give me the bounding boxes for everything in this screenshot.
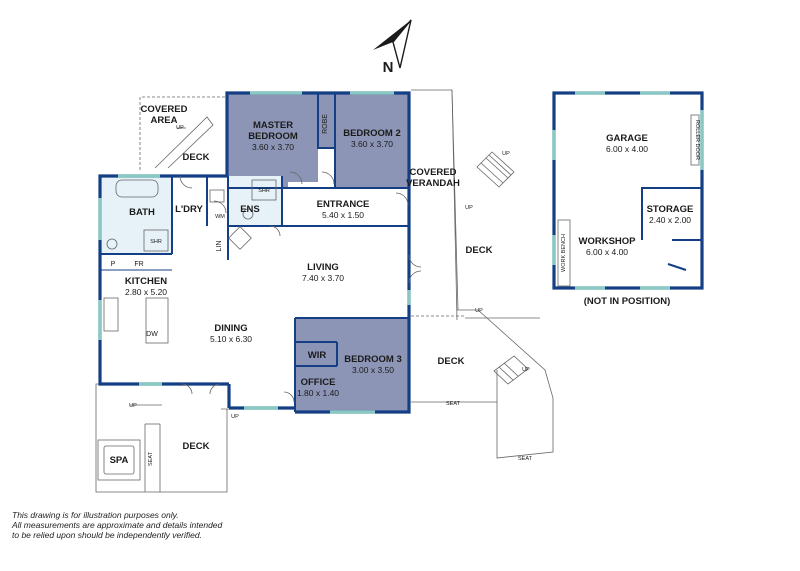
up-label-east: UP bbox=[475, 308, 483, 314]
laundry-tub bbox=[209, 189, 225, 203]
deck-se-label: DECK bbox=[438, 356, 465, 367]
seat-label-se: SEAT bbox=[518, 456, 533, 462]
north-compass: N bbox=[373, 19, 412, 76]
deck-nw-stairs bbox=[154, 116, 214, 169]
kitchen-island bbox=[145, 297, 169, 344]
living-dims: 7.40 x 3.70 bbox=[302, 273, 344, 283]
disclaimer-line-2: All measurements are approximate and det… bbox=[12, 520, 223, 530]
up-label-nw: UP bbox=[176, 125, 184, 131]
bedroom2-fill bbox=[335, 93, 409, 188]
deck-sw-outline bbox=[95, 383, 228, 493]
west-wall bbox=[98, 174, 229, 386]
master-bedroom-dims: 3.60 x 3.70 bbox=[252, 142, 294, 152]
verandah-label-1: COVERED bbox=[410, 167, 457, 178]
work-bench-label: WORK BENCH bbox=[561, 234, 567, 272]
disclaimer-line-1: This drawing is for illustration purpose… bbox=[12, 510, 179, 520]
entrance-label: ENTRANCE bbox=[317, 199, 370, 210]
bath-toilet bbox=[106, 238, 118, 250]
workshop-label: WORKSHOP bbox=[579, 236, 637, 247]
kitchen-dims: 2.80 x 5.20 bbox=[125, 287, 167, 297]
seat-label-sw: SEAT bbox=[148, 451, 154, 466]
dining-dims: 5.10 x 6.30 bbox=[210, 334, 252, 344]
garage-walls bbox=[552, 91, 704, 290]
up-label-s: UP bbox=[231, 414, 239, 420]
work-bench bbox=[557, 219, 571, 287]
labels: COVERED AREA DECK MASTER BEDROOM 3.60 x … bbox=[110, 104, 700, 466]
verandah-label-2: VERANDAH bbox=[406, 178, 460, 189]
up-label-sw: UP bbox=[129, 403, 137, 409]
covered-area-label-1: COVERED bbox=[141, 104, 188, 115]
garage-building bbox=[552, 91, 704, 290]
wm-label: WM bbox=[215, 214, 225, 220]
internal-walls bbox=[100, 93, 409, 412]
deck-sw-label: DECK bbox=[183, 441, 210, 452]
fixtures bbox=[97, 179, 277, 481]
master-bedroom-label-1: MASTER bbox=[253, 120, 293, 131]
up-label-se: UP bbox=[522, 367, 530, 373]
robe-label: ROBE bbox=[322, 114, 329, 134]
workshop-dims: 6.00 x 4.00 bbox=[586, 247, 628, 257]
office-dims: 1.80 x 1.40 bbox=[297, 388, 339, 398]
deck-east-label: DECK bbox=[466, 245, 493, 256]
windows bbox=[98, 91, 411, 414]
dishwasher-label: DW bbox=[146, 331, 158, 338]
wet-area-fills bbox=[100, 175, 282, 254]
bath-shower bbox=[143, 229, 169, 252]
bedroom3-label: BEDROOM 3 bbox=[344, 354, 402, 365]
ensuite-fill bbox=[228, 176, 282, 226]
dining-label: DINING bbox=[214, 323, 247, 334]
bedroom2-dims: 3.60 x 3.70 bbox=[351, 139, 393, 149]
ensuite-shower-label: SHR bbox=[258, 188, 270, 194]
garage-label: GARAGE bbox=[606, 133, 648, 144]
deck-nw-label: DECK bbox=[183, 152, 210, 163]
stairs-east bbox=[493, 355, 529, 385]
disclaimer: This drawing is for illustration purpose… bbox=[12, 510, 312, 540]
verandah-edge bbox=[451, 89, 459, 311]
master-bedroom-fill bbox=[227, 93, 335, 188]
up-label-ne: UP bbox=[502, 151, 510, 157]
kitchen-label: KITCHEN bbox=[125, 276, 167, 287]
deck-east-outline bbox=[457, 309, 554, 459]
storage-label: STORAGE bbox=[647, 204, 694, 215]
roller-door bbox=[690, 114, 700, 166]
living-label: LIVING bbox=[307, 262, 339, 273]
compass-arrow-light bbox=[392, 19, 412, 69]
garage-dims: 6.00 x 4.00 bbox=[606, 144, 648, 154]
bath-fill bbox=[100, 175, 172, 254]
spa-label: SPA bbox=[110, 455, 129, 466]
doors bbox=[179, 171, 422, 403]
bathtub bbox=[115, 179, 159, 198]
bedroom2-label: BEDROOM 2 bbox=[343, 128, 401, 139]
office-label: OFFICE bbox=[301, 377, 336, 388]
bedroom3-dims: 3.00 x 3.50 bbox=[352, 365, 394, 375]
up-label-verandah: UP bbox=[465, 205, 473, 211]
garage-note: (NOT IN POSITION) bbox=[584, 296, 671, 307]
pantry-label: P bbox=[111, 261, 116, 268]
bath-shower-label: SHR bbox=[150, 239, 162, 245]
ensuite-shower bbox=[251, 179, 277, 201]
cooktop bbox=[103, 297, 119, 332]
ensuite-label: ENS bbox=[240, 204, 260, 215]
bath-label: BATH bbox=[129, 207, 155, 218]
entrance-dims: 5.40 x 1.50 bbox=[322, 210, 364, 220]
spa-tub bbox=[97, 439, 141, 481]
disclaimer-line-3: to be relied upon should be independentl… bbox=[12, 530, 202, 540]
living-corner-unit bbox=[228, 226, 252, 250]
covered-area-outline bbox=[139, 96, 226, 170]
laundry-label: L'DRY bbox=[175, 204, 203, 215]
master-bedroom-label-2: BEDROOM bbox=[248, 131, 298, 142]
compass-arrow-dark bbox=[373, 20, 411, 50]
covered-area-label-2: AREA bbox=[151, 115, 178, 126]
fridge-label: FR bbox=[134, 261, 143, 268]
storage-dims: 2.40 x 2.00 bbox=[649, 215, 691, 225]
linen-label: LIN bbox=[216, 241, 223, 252]
seat-label-s: SEAT bbox=[446, 401, 461, 407]
stairs-ne bbox=[476, 151, 515, 188]
verandah-outline bbox=[411, 89, 458, 321]
wir-label: WIR bbox=[308, 350, 327, 361]
ensuite-toilet bbox=[242, 208, 254, 220]
compass-label: N bbox=[383, 59, 394, 76]
roller-door-label: ROLLER DOOR bbox=[694, 120, 700, 160]
